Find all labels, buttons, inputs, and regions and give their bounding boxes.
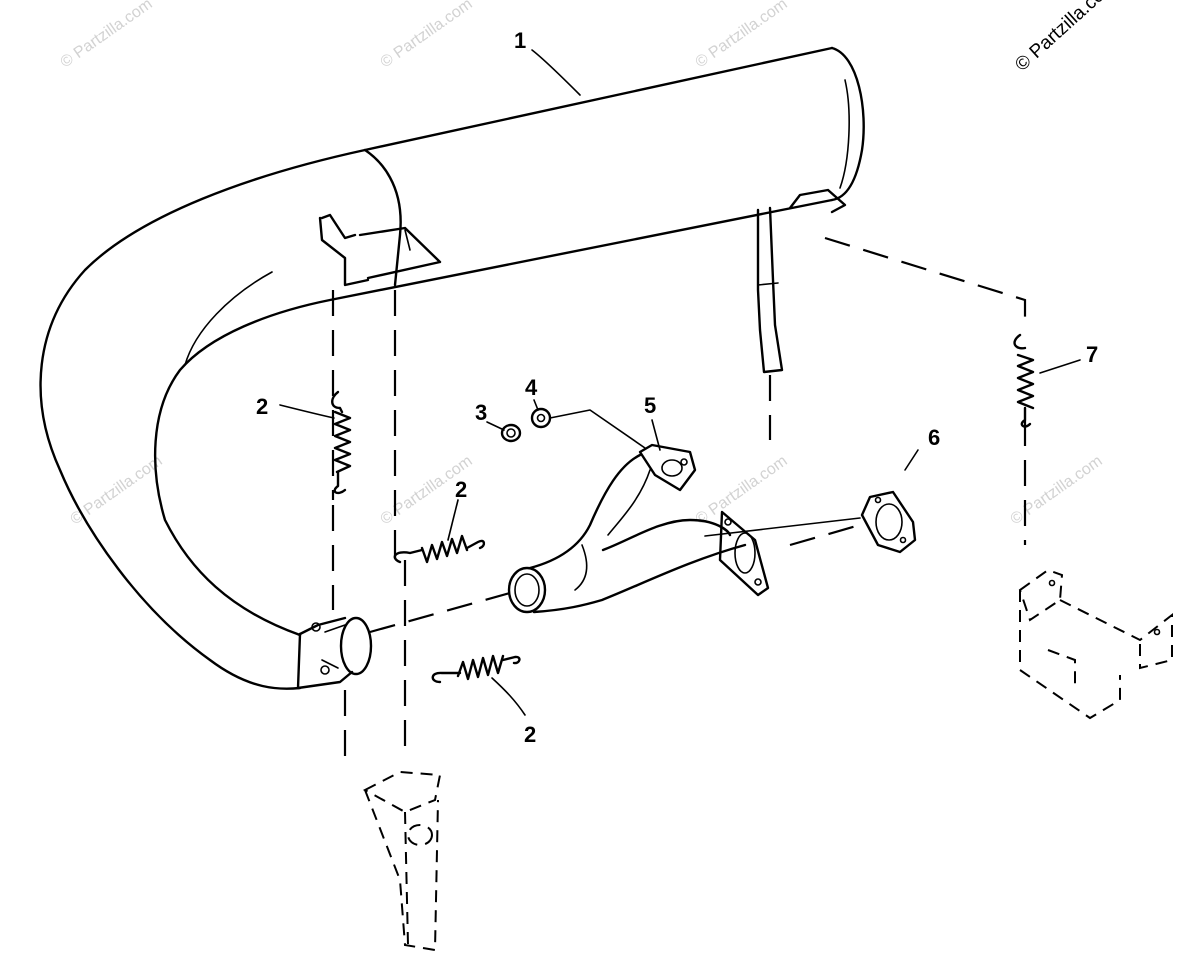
watermark: © Partzilla.com xyxy=(1008,453,1106,529)
callout-5: 5 xyxy=(644,393,656,418)
nut-and-washer xyxy=(500,407,552,443)
watermarks: © Partzilla.com © Partzilla.com © Partzi… xyxy=(58,0,1106,528)
callout-2-lower: 2 xyxy=(524,722,536,747)
watermark: © Partzilla.com xyxy=(58,0,156,71)
spring-left xyxy=(331,390,352,495)
muffler xyxy=(39,46,865,690)
spring-center xyxy=(393,534,486,564)
mount-bracket-right xyxy=(1018,568,1173,720)
callout-2-center: 2 xyxy=(455,477,467,502)
callout-7: 7 xyxy=(1086,342,1098,367)
callout-3: 3 xyxy=(475,400,487,425)
callout-1: 1 xyxy=(514,28,526,53)
alignment-lines xyxy=(331,236,1027,760)
callout-2-left: 2 xyxy=(256,394,268,419)
spring-lower xyxy=(431,654,521,684)
callout-6: 6 xyxy=(928,425,940,450)
mount-bracket-left xyxy=(362,770,442,952)
spring-right xyxy=(1013,333,1035,428)
leader-lines xyxy=(279,49,1081,716)
copyright-notice: © Partzilla.com xyxy=(1011,0,1120,76)
watermark: © Partzilla.com xyxy=(378,0,476,71)
gasket xyxy=(860,490,917,554)
callouts: 1 2 2 2 3 4 5 6 7 xyxy=(256,28,1098,747)
callout-4: 4 xyxy=(525,375,538,400)
y-pipe xyxy=(507,443,770,614)
watermark: © Partzilla.com xyxy=(693,453,791,529)
